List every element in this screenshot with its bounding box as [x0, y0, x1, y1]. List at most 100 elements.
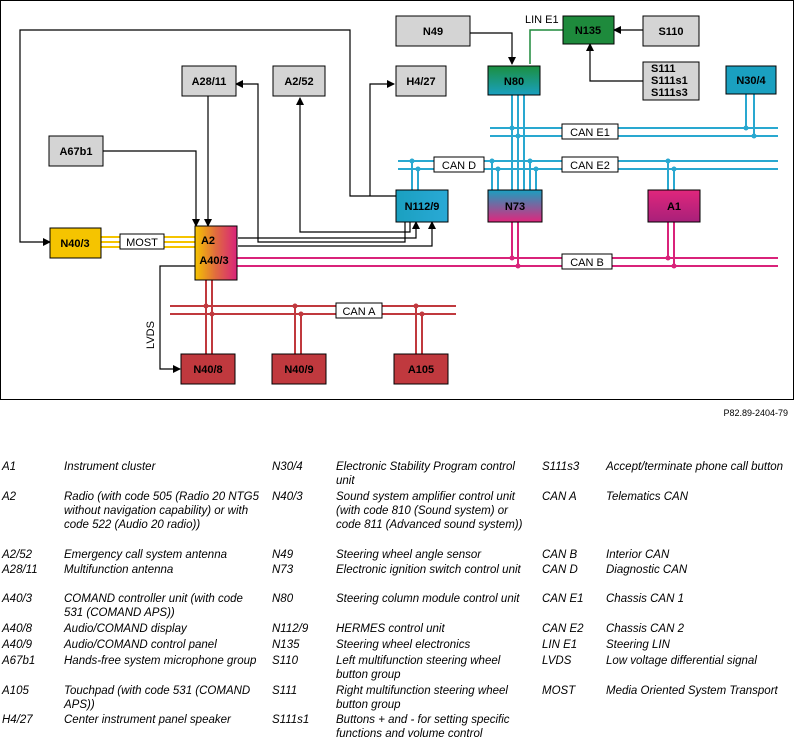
n73-can-b-drop [511, 222, 519, 268]
legend-code: N80 [272, 593, 294, 605]
legend-code: CAN E1 [542, 593, 584, 605]
can-a-device-drops [205, 306, 423, 354]
box-A28-11: A28/11 [181, 65, 237, 97]
legend-code: CAN D [542, 564, 578, 576]
label-N112-9: N112/9 [405, 201, 440, 213]
lin-e1-line [529, 29, 563, 64]
box-N73: N73 [487, 189, 543, 223]
label-A67b1: A67b1 [59, 146, 92, 158]
label-N40-8: N40/8 [193, 364, 222, 376]
legend-description: Buttons + and - for setting specific fun… [336, 714, 510, 740]
legend-description: Steering LIN [606, 639, 670, 651]
n112-9-can-drop [411, 161, 419, 190]
bus-label-lin-e1: LIN E1 [525, 14, 559, 26]
bus-label-can-d: CAN D [433, 156, 485, 173]
reference-code: P82.89-2404-79 [723, 408, 788, 418]
label-S111s3: S111s3 [651, 87, 688, 99]
svg-text:LIN E1: LIN E1 [525, 14, 559, 26]
legend-description: Telematics CAN [606, 491, 689, 503]
legend-description: Instrument cluster [64, 461, 156, 473]
legend-description: HERMES control unit [336, 623, 445, 635]
bus-label-can-a: CAN A [335, 302, 383, 319]
legend-code: LIN E1 [542, 639, 578, 651]
label-N135: N135 [575, 25, 601, 37]
box-N30-4: N30/4 [725, 65, 777, 95]
legend-description: Sound system amplifier control unit (wit… [336, 491, 523, 531]
box-S110: S110 [642, 15, 700, 47]
n80-can-drop [511, 94, 525, 190]
bus-label-can-b: CAN B [561, 253, 613, 270]
box-A105: A105 [393, 353, 449, 385]
legend-description: Steering wheel electronics [336, 639, 471, 651]
svg-text:CAN B: CAN B [570, 257, 604, 269]
legend-code: CAN B [542, 549, 578, 561]
legend-code: N135 [272, 639, 300, 651]
legend-code: N112/9 [272, 623, 309, 635]
legend-description: Audio/COMAND control panel [64, 639, 217, 651]
label-N40-3: N40/3 [60, 238, 89, 250]
legend-description: Diagnostic CAN [606, 564, 688, 576]
label-A40-3: A40/3 [199, 255, 228, 267]
legend-description: Low voltage differential signal [606, 655, 757, 667]
junction-dots-can-b [509, 255, 677, 269]
n30-4-can-drop [745, 94, 755, 138]
legend-code: CAN A [542, 491, 577, 503]
legend-code: A40/9 [2, 639, 33, 651]
legend-description: Audio/COMAND display [64, 623, 187, 635]
label-N49: N49 [423, 26, 443, 38]
a1-can-drop [667, 161, 675, 190]
legend-code: A40/8 [2, 623, 33, 635]
svg-text:CAN D: CAN D [442, 160, 476, 172]
box-N40-3: N40/3 [49, 227, 102, 259]
can-a-bus [170, 305, 456, 315]
signal-arrows [19, 26, 643, 373]
legend-code: S111s3 [542, 461, 580, 473]
bus-label-can-e1: CAN E1 [561, 123, 619, 140]
legend-code: S111s1 [272, 714, 310, 726]
legend-description: Chassis CAN 1 [606, 593, 684, 605]
legend-description: Radio (with code 505 (Radio 20 NTG5 with… [64, 491, 259, 531]
bus-label-most: MOST [119, 233, 165, 250]
legend-code: A2/52 [2, 549, 33, 561]
box-A2-52: A2/52 [272, 65, 326, 97]
legend-description: Electronic ignition switch control unit [336, 564, 521, 576]
box-N112-9: N112/9 [395, 189, 449, 223]
a1-can-b-drop [667, 222, 675, 268]
box-S111-group: S111 S111s1 S111s3 [642, 61, 700, 101]
legend-description: Steering wheel angle sensor [336, 549, 482, 561]
legend-code: A105 [2, 685, 29, 697]
legend-code: S110 [272, 655, 299, 667]
label-N30-4: N30/4 [736, 75, 766, 87]
n73-can-drop [491, 161, 537, 190]
svg-text:LVDS: LVDS [145, 321, 157, 349]
legend-description: Center instrument panel speaker [64, 714, 231, 726]
legend-code: CAN E2 [542, 623, 584, 635]
label-S111s1: S111s1 [651, 75, 688, 87]
label-N40-9: N40/9 [284, 364, 313, 376]
legend-code: S111 [272, 685, 298, 697]
legend-code: N30/4 [272, 461, 303, 473]
label-N80: N80 [504, 76, 524, 88]
label-S111: S111 [651, 63, 675, 75]
legend-description: COMAND controller unit (with code 531 (C… [64, 593, 243, 619]
legend-code: A40/3 [2, 593, 33, 605]
box-A1: A1 [647, 189, 701, 223]
legend-description: Interior CAN [606, 549, 670, 561]
label-A2-52: A2/52 [284, 76, 313, 88]
legend-description: Touchpad (with code 531 (COMAND APS)) [64, 685, 251, 711]
box-A67b1: A67b1 [48, 135, 104, 167]
legend-description: Chassis CAN 2 [606, 623, 684, 635]
legend-description: Media Oriented System Transport [606, 685, 778, 697]
label-N73: N73 [505, 201, 525, 213]
svg-text:CAN E1: CAN E1 [570, 127, 610, 139]
legend-description: Hands-free system microphone group [64, 655, 257, 667]
bus-label-lvds: LVDS [145, 321, 157, 349]
legend-code: A28/11 [2, 564, 38, 576]
network-diagram: N49 N135 S110 S111 S111s1 S111s3 N80 N30… [0, 0, 794, 400]
svg-text:MOST: MOST [126, 237, 158, 249]
legend-code: N73 [272, 564, 294, 576]
can-b-bus [236, 257, 778, 267]
legend-code: H4/27 [2, 714, 33, 726]
box-H4-27: H4/27 [395, 65, 447, 97]
legend-description: Multifunction antenna [64, 564, 174, 576]
